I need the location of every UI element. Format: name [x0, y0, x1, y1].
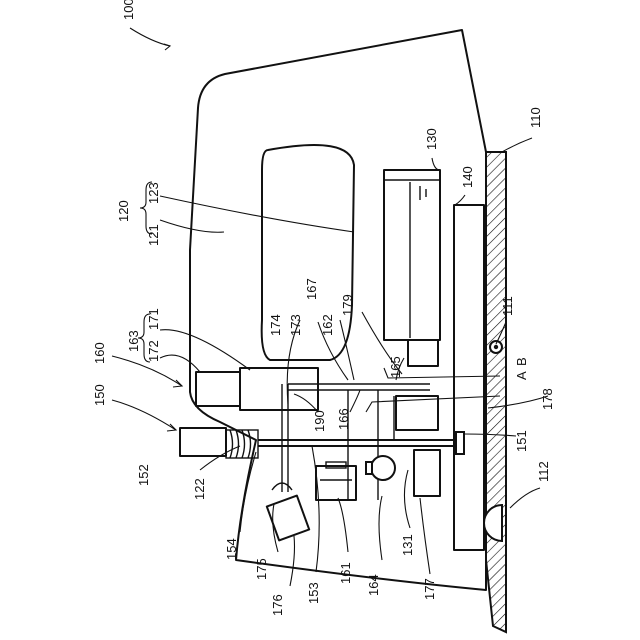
label-173: 173: [288, 314, 303, 336]
label-166: 166: [336, 408, 351, 430]
housing-outline-121: [190, 30, 486, 590]
label-152: 152: [136, 464, 151, 486]
label-161: 161: [338, 562, 353, 584]
label-179: 179: [340, 294, 355, 316]
label-164: 164: [366, 574, 381, 596]
label-176: 176: [270, 594, 285, 616]
label-111: 111: [500, 296, 515, 316]
reservoir-161: [316, 462, 356, 500]
label-172: 172: [146, 340, 161, 362]
label-153: 153: [306, 582, 321, 604]
label-122: 122: [192, 478, 207, 500]
label-171: 171: [146, 308, 161, 330]
container-130: [384, 170, 440, 340]
label-162: 162: [320, 314, 335, 336]
label-123: 123: [146, 182, 161, 204]
label-110: 110: [528, 107, 543, 128]
board-140: [454, 205, 484, 550]
label-154: 154: [224, 538, 239, 560]
label-b: B: [514, 357, 529, 366]
label-a: A: [514, 371, 529, 380]
label-167: 167: [304, 278, 319, 300]
spring-assembly-150: [180, 428, 258, 458]
label-178: 178: [540, 388, 555, 410]
label-150: 150: [92, 384, 107, 406]
base-plate-110: [486, 152, 506, 632]
label-112: 112: [536, 461, 551, 482]
label-160: 160: [92, 342, 107, 364]
label-190: 190: [312, 410, 327, 432]
label-151: 151: [514, 430, 529, 452]
label-163: 163: [126, 330, 141, 352]
label-165: 165: [388, 356, 403, 378]
pump-177: [366, 456, 395, 480]
motor-assembly-160: [196, 368, 318, 410]
label-120: 120: [116, 200, 131, 222]
label-177: 177: [422, 578, 437, 600]
label-130: 130: [424, 128, 439, 150]
flow-arrow-a: [366, 396, 500, 412]
label-174: 174: [268, 314, 283, 336]
label-100: 100: [121, 0, 136, 20]
label-131: 131: [400, 534, 415, 556]
label-121: 121: [146, 224, 161, 246]
label-175: 175: [254, 558, 269, 580]
label-140: 140: [460, 166, 475, 188]
arrow-150: [112, 400, 176, 431]
